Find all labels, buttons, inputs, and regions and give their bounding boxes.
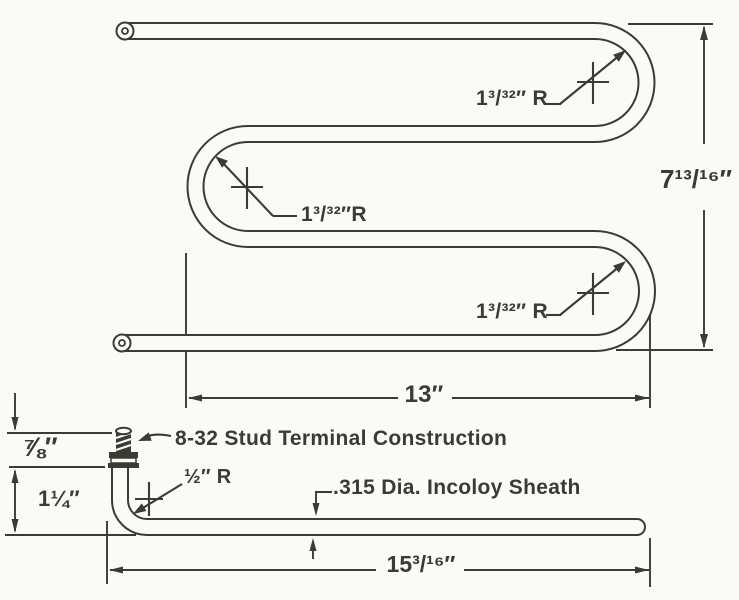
radius-callout-bottom [546, 261, 626, 317]
leg-height-dimension-label: 1¼″ [37, 486, 81, 511]
width-dimension-lines [188, 394, 649, 402]
tube-end-cap-top [115, 21, 135, 41]
width-dimension-extension-lines [185, 253, 651, 408]
stud-height-dimension-lines [7, 393, 112, 468]
length-dimension-lines [106, 521, 651, 587]
height-dimension-label: 7¹³/¹⁶″ [659, 164, 733, 194]
sheath-label: .315 Dia. Incoloy Sheath [333, 476, 581, 499]
stud-height-dimension-label: ⅞″ [22, 432, 58, 462]
serpentine-tube [112, 21, 656, 353]
terminal-leader [138, 432, 172, 441]
radius-label-bottom: 1³/³²″ R [476, 300, 548, 323]
bend-radius-label: ½″ R [184, 466, 232, 488]
tube-end-cap-bottom [112, 333, 132, 353]
overall-length-dimension-label: 15³/¹⁶″ [386, 551, 456, 577]
radius-label-top: 1³/³²″ R [476, 87, 548, 110]
radius-callout-middle [215, 156, 297, 218]
height-dimension-lines [616, 23, 713, 351]
terminal-nut [109, 452, 138, 458]
leg-height-dimension-lines [11, 469, 19, 533]
half-radius-callout [133, 482, 183, 516]
radius-callout-top [546, 50, 626, 106]
sheath-leader [309, 491, 332, 559]
stud-terminal-label: 8-32 Stud Terminal Construction [175, 427, 508, 450]
stud-terminal-graphic [108, 426, 139, 468]
radius-label-middle: 1³/³²″R [301, 203, 367, 226]
width-dimension-label: 13″ [404, 381, 444, 408]
terminal-end-tube [111, 453, 646, 536]
